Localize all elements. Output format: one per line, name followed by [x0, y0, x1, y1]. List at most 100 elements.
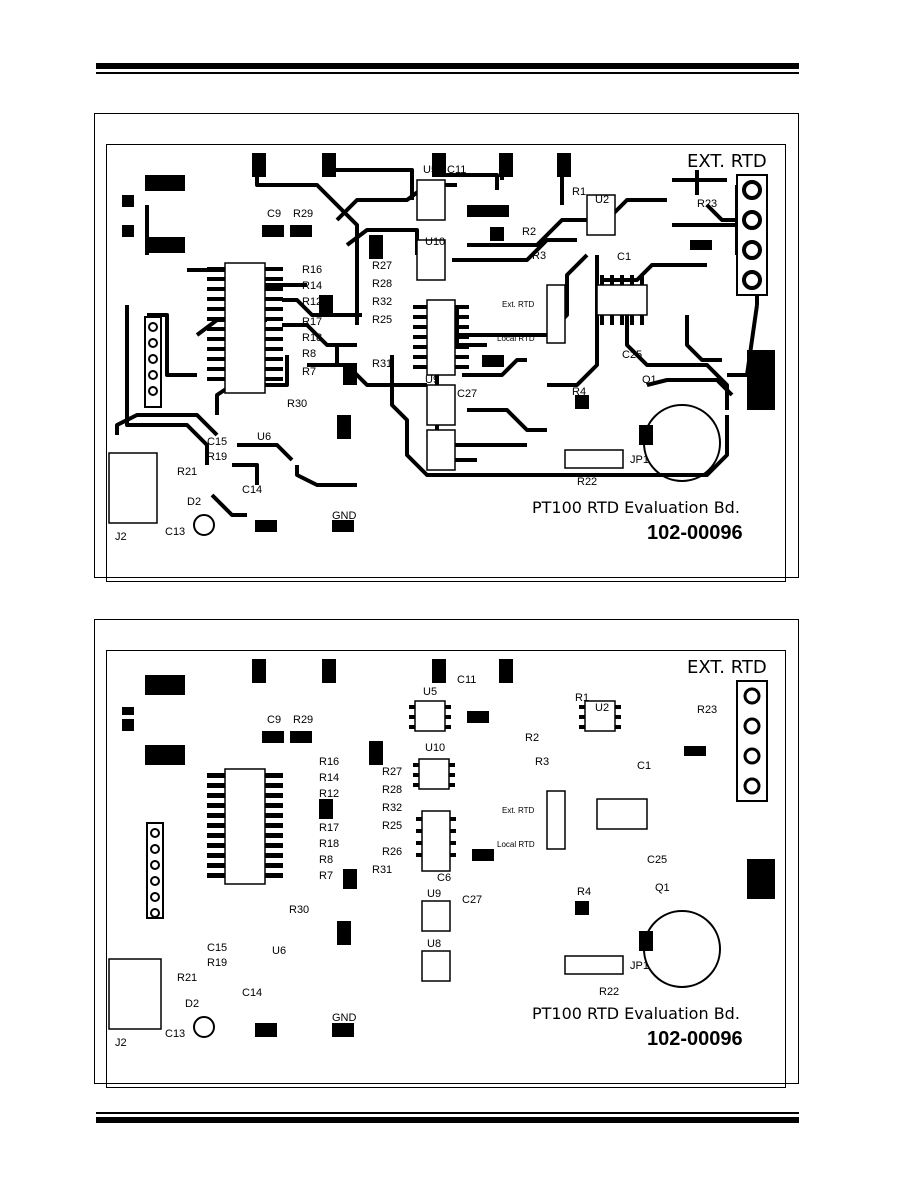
ref-r14: R14	[302, 280, 322, 292]
ref-jp1: JP1	[630, 454, 649, 466]
silk-ref-u2: U2	[595, 702, 609, 714]
ref-r7: R7	[302, 366, 316, 378]
ref-d2: D2	[187, 496, 201, 508]
silk-ext-rtd-jumper-label: Ext. RTD	[502, 806, 535, 815]
ref-r28: R28	[372, 278, 392, 290]
small-ic-pins	[409, 705, 621, 857]
silk-ref-c11: C11	[457, 674, 476, 686]
ref-r21: R21	[177, 466, 197, 478]
ref-r16: R16	[302, 264, 322, 276]
pcb-board-traces: EXT. RTD PT100 RTD Evaluation Bd. 102-00…	[106, 144, 786, 582]
silk-ref-r27: R27	[382, 766, 402, 778]
silk-ref-u6: U6	[272, 945, 286, 957]
ref-r25: R25	[372, 314, 392, 326]
ref-c13: C13	[165, 526, 185, 538]
silk-ref-r4: R4	[577, 886, 591, 898]
silk-ref-r25: R25	[382, 820, 402, 832]
silk-ref-r22: R22	[599, 986, 619, 998]
ref-q1: Q1	[642, 374, 657, 386]
silk-local-rtd-jumper-label: Local RTD	[497, 840, 535, 849]
silk-ref-c9: C9	[267, 714, 281, 726]
ic-footprints	[224, 179, 648, 471]
ext-rtd-label: EXT. RTD	[687, 151, 767, 172]
silk-ref-r2: R2	[525, 732, 539, 744]
ref-r4: R4	[572, 386, 586, 398]
ref-r12: R12	[302, 296, 322, 308]
ref-c9: C9	[267, 208, 281, 220]
pcb-board-silkscreen: EXT. RTD PT100 RTD Evaluation Bd. 102-00…	[106, 650, 786, 1088]
jumper-jp1	[564, 449, 624, 469]
ref-r32: R32	[372, 296, 392, 308]
ref-r19: R19	[207, 451, 227, 463]
ref-c14: C14	[242, 484, 262, 496]
silk-ref-r31: R31	[372, 864, 392, 876]
silk-ref-c25: C25	[647, 854, 667, 866]
ref-r2: R2	[522, 226, 536, 238]
local-rtd-jumper-label: Local RTD	[497, 334, 535, 343]
silk-ext-rtd-label: EXT. RTD	[687, 657, 767, 678]
ref-u6: U6	[257, 431, 271, 443]
silk-ref-r19: R19	[207, 957, 227, 969]
silk-ref-u9: U9	[427, 888, 441, 900]
silk-ref-r29: R29	[293, 714, 313, 726]
silk-header-j4	[736, 680, 768, 802]
ic-pins	[207, 267, 644, 381]
silk-header-j1	[146, 822, 164, 919]
ref-r18: R18	[302, 332, 322, 344]
footer-rule-thin	[96, 1112, 799, 1114]
ref-c27: C27	[457, 388, 477, 400]
ref-u5: U5	[423, 164, 437, 176]
silk-connector-j2	[108, 958, 162, 1030]
pcb-layout-silkscreen-frame: EXT. RTD PT100 RTD Evaluation Bd. 102-00…	[94, 619, 799, 1088]
silk-ref-r12: R12	[319, 788, 339, 800]
ref-c25: C25	[622, 349, 642, 361]
ref-r29: R29	[293, 208, 313, 220]
ref-r23: R23	[697, 198, 717, 210]
small-ic-outlines	[414, 700, 648, 982]
silk-ref-c13: C13	[165, 1028, 185, 1040]
ext-rtd-jumper-label: Ext. RTD	[502, 300, 535, 309]
ref-r22: R22	[577, 476, 597, 488]
ref-c15: C15	[207, 436, 227, 448]
silk-ref-r30: R30	[289, 904, 309, 916]
ref-c1: C1	[617, 251, 631, 263]
pcb-silkscreen-drawing: EXT. RTD PT100 RTD Evaluation Bd. 102-00…	[108, 657, 775, 1050]
silk-ref-c1: C1	[637, 760, 651, 772]
silk-capacitor-c13-outline	[193, 1016, 215, 1038]
rtd-sensor-outline	[643, 404, 721, 482]
silk-ref-r18: R18	[319, 838, 339, 850]
silk-ref-c6: C6	[437, 872, 451, 884]
ref-r3: R3	[532, 250, 546, 262]
capacitor-c13-outline	[193, 514, 215, 536]
silk-jumper-jp1	[564, 955, 624, 975]
silk-ref-r17: R17	[319, 822, 339, 834]
ref-r8: R8	[302, 348, 316, 360]
ref-r17: R17	[302, 316, 322, 328]
silk-ref-c14: C14	[242, 987, 262, 999]
silk-ref-r7: R7	[319, 870, 333, 882]
ref-r31: R31	[372, 358, 392, 370]
ref-r1: R1	[572, 186, 586, 198]
silk-ref-r3: R3	[535, 756, 549, 768]
ref-u2: U2	[595, 194, 609, 206]
silk-ref-c15: C15	[207, 942, 227, 954]
board-title: PT100 RTD Evaluation Bd.	[532, 498, 740, 517]
silk-ref-r14: R14	[319, 772, 339, 784]
header-j4	[736, 174, 768, 296]
silk-ref-r21: R21	[177, 972, 197, 984]
pcb-traces-drawing: EXT. RTD PT100 RTD Evaluation Bd. 102-00…	[108, 151, 775, 544]
ref-j2: J2	[115, 531, 127, 543]
silk-jumper-jp2	[546, 790, 566, 850]
ref-u10: U10	[425, 236, 445, 248]
header-rule-thick	[96, 63, 799, 69]
silk-gnd-label: GND	[332, 1012, 357, 1024]
jumper-jp2	[546, 284, 566, 344]
silk-ref-d2: D2	[185, 998, 199, 1010]
silk-ref-u10: U10	[425, 742, 445, 754]
connector-j2	[108, 452, 158, 524]
silk-rtd-sensor-outline	[643, 910, 721, 988]
board-number: 102-00096	[647, 522, 743, 544]
silk-ref-q1: Q1	[655, 882, 670, 894]
header-j1	[144, 316, 162, 408]
silk-ref-r28: R28	[382, 784, 402, 796]
